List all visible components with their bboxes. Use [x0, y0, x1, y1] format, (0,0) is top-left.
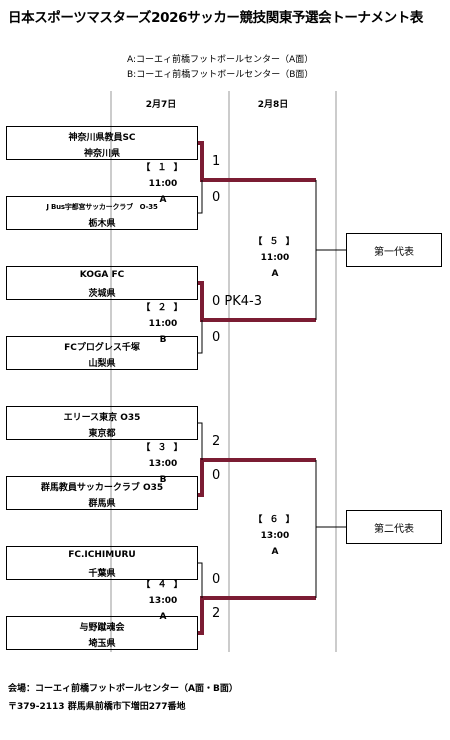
score-chiba: 0 [212, 572, 221, 587]
team-name: KOGA FC [79, 270, 125, 280]
match-number: 【 ２ 】 [141, 303, 185, 313]
team-name: 神奈川県教員SC [68, 133, 136, 143]
score-ibaraki: 0 PK4-3 [212, 294, 263, 309]
winner-path-3 [198, 458, 316, 497]
date-day2: 2月8日 [257, 100, 289, 110]
match-number: 【 １ 】 [141, 163, 185, 173]
result-label: 第二代表 [374, 523, 414, 535]
match-info-5: 【 ５ 】 11:00 A [245, 234, 305, 282]
team-prefecture: 東京都 [88, 429, 116, 439]
team-name: J Bus宇都宮サッカークラブ O-35 [46, 203, 158, 211]
loser-path-2 [198, 320, 203, 354]
match-court: B [159, 475, 167, 485]
score-tokyo: 2 [212, 434, 221, 449]
match-time: 13:00 [148, 596, 178, 606]
team-box-gunma: 群馬教員サッカークラブ O35 群馬県 [6, 476, 198, 510]
match-info-1: 【 １ 】 11:00 A [133, 160, 193, 208]
result-label: 第一代表 [374, 246, 414, 258]
match-5-lines [315, 180, 346, 320]
match-court: A [271, 269, 279, 279]
loser-path-4 [198, 562, 203, 598]
score-kanagawa: 1 [212, 154, 221, 169]
team-prefecture: 群馬県 [88, 499, 116, 509]
venue-a-note: A:コーエィ前橋フットボールセンター（A面） [127, 55, 314, 65]
result-box-first: 第一代表 [346, 233, 442, 267]
match-time: 11:00 [260, 253, 290, 263]
team-name: FCプログレス千塚 [64, 343, 140, 353]
team-box-tochigi: J Bus宇都宮サッカークラブ O-35 栃木県 [6, 196, 198, 230]
match-number: 【 ６ 】 [253, 515, 297, 525]
team-name: エリース東京 O35 [63, 413, 141, 423]
match-info-3: 【 ３ 】 13:00 B [133, 440, 193, 488]
team-prefecture: 山梨県 [88, 359, 116, 369]
match-court: B [159, 335, 167, 345]
score-gunma: 0 [212, 468, 221, 483]
match-info-4: 【 ４ 】 13:00 A [133, 577, 193, 625]
footer-address: 〒379-2113 群馬県前橋市下増田277番地 [8, 702, 186, 712]
team-name: 与野蹴魂会 [79, 623, 125, 633]
team-prefecture: 栃木県 [88, 219, 116, 229]
match-6-lines [315, 460, 346, 598]
team-box-ibaraki: KOGA FC 茨城県 [6, 266, 198, 300]
team-prefecture: 茨城県 [88, 289, 116, 299]
match-number: 【 ５ 】 [253, 237, 297, 247]
match-court: A [271, 547, 279, 557]
score-yamanashi: 0 [212, 330, 221, 345]
match-info-2: 【 ２ 】 11:00 B [133, 300, 193, 348]
match-time: 13:00 [148, 459, 178, 469]
result-box-second: 第二代表 [346, 510, 442, 544]
team-prefecture: 千葉県 [88, 569, 116, 579]
winner-path-2 [198, 281, 316, 322]
team-box-kanagawa: 神奈川県教員SC 神奈川県 [6, 126, 198, 160]
match-time: 11:00 [148, 319, 178, 329]
team-prefecture: 埼玉県 [88, 639, 116, 649]
match-court: A [159, 612, 167, 622]
venue-b-note: B:コーエィ前橋フットボールセンター（B面） [127, 70, 314, 80]
winner-path-1 [198, 141, 316, 182]
team-box-saitama: 与野蹴魂会 埼玉県 [6, 616, 198, 650]
team-name: FC.ICHIMURU [68, 550, 136, 560]
team-box-tokyo: エリース東京 O35 東京都 [6, 406, 198, 440]
page-title: 日本スポーツマスターズ2026サッカー競技関東予選会トーナメント表 [8, 10, 423, 26]
team-box-chiba: FC.ICHIMURU 千葉県 [6, 546, 198, 580]
match-number: 【 ３ 】 [141, 443, 185, 453]
winner-path-4 [198, 596, 316, 635]
team-prefecture: 神奈川県 [83, 149, 120, 159]
match-time: 11:00 [148, 179, 178, 189]
team-name: 群馬教員サッカークラブ O35 [40, 483, 164, 493]
loser-path-3 [198, 422, 203, 460]
match-time: 13:00 [260, 531, 290, 541]
date-day1: 2月7日 [145, 100, 177, 110]
match-info-6: 【 ６ 】 13:00 A [245, 512, 305, 560]
score-tochigi: 0 [212, 190, 221, 205]
match-number: 【 ４ 】 [141, 580, 185, 590]
match-court: A [159, 195, 167, 205]
team-box-yamanashi: FCプログレス千塚 山梨県 [6, 336, 198, 370]
score-saitama: 2 [212, 606, 221, 621]
loser-path-1 [198, 180, 203, 214]
footer-venue: 会場：コーエィ前橋フットボールセンター（A面・B面） [8, 684, 238, 694]
